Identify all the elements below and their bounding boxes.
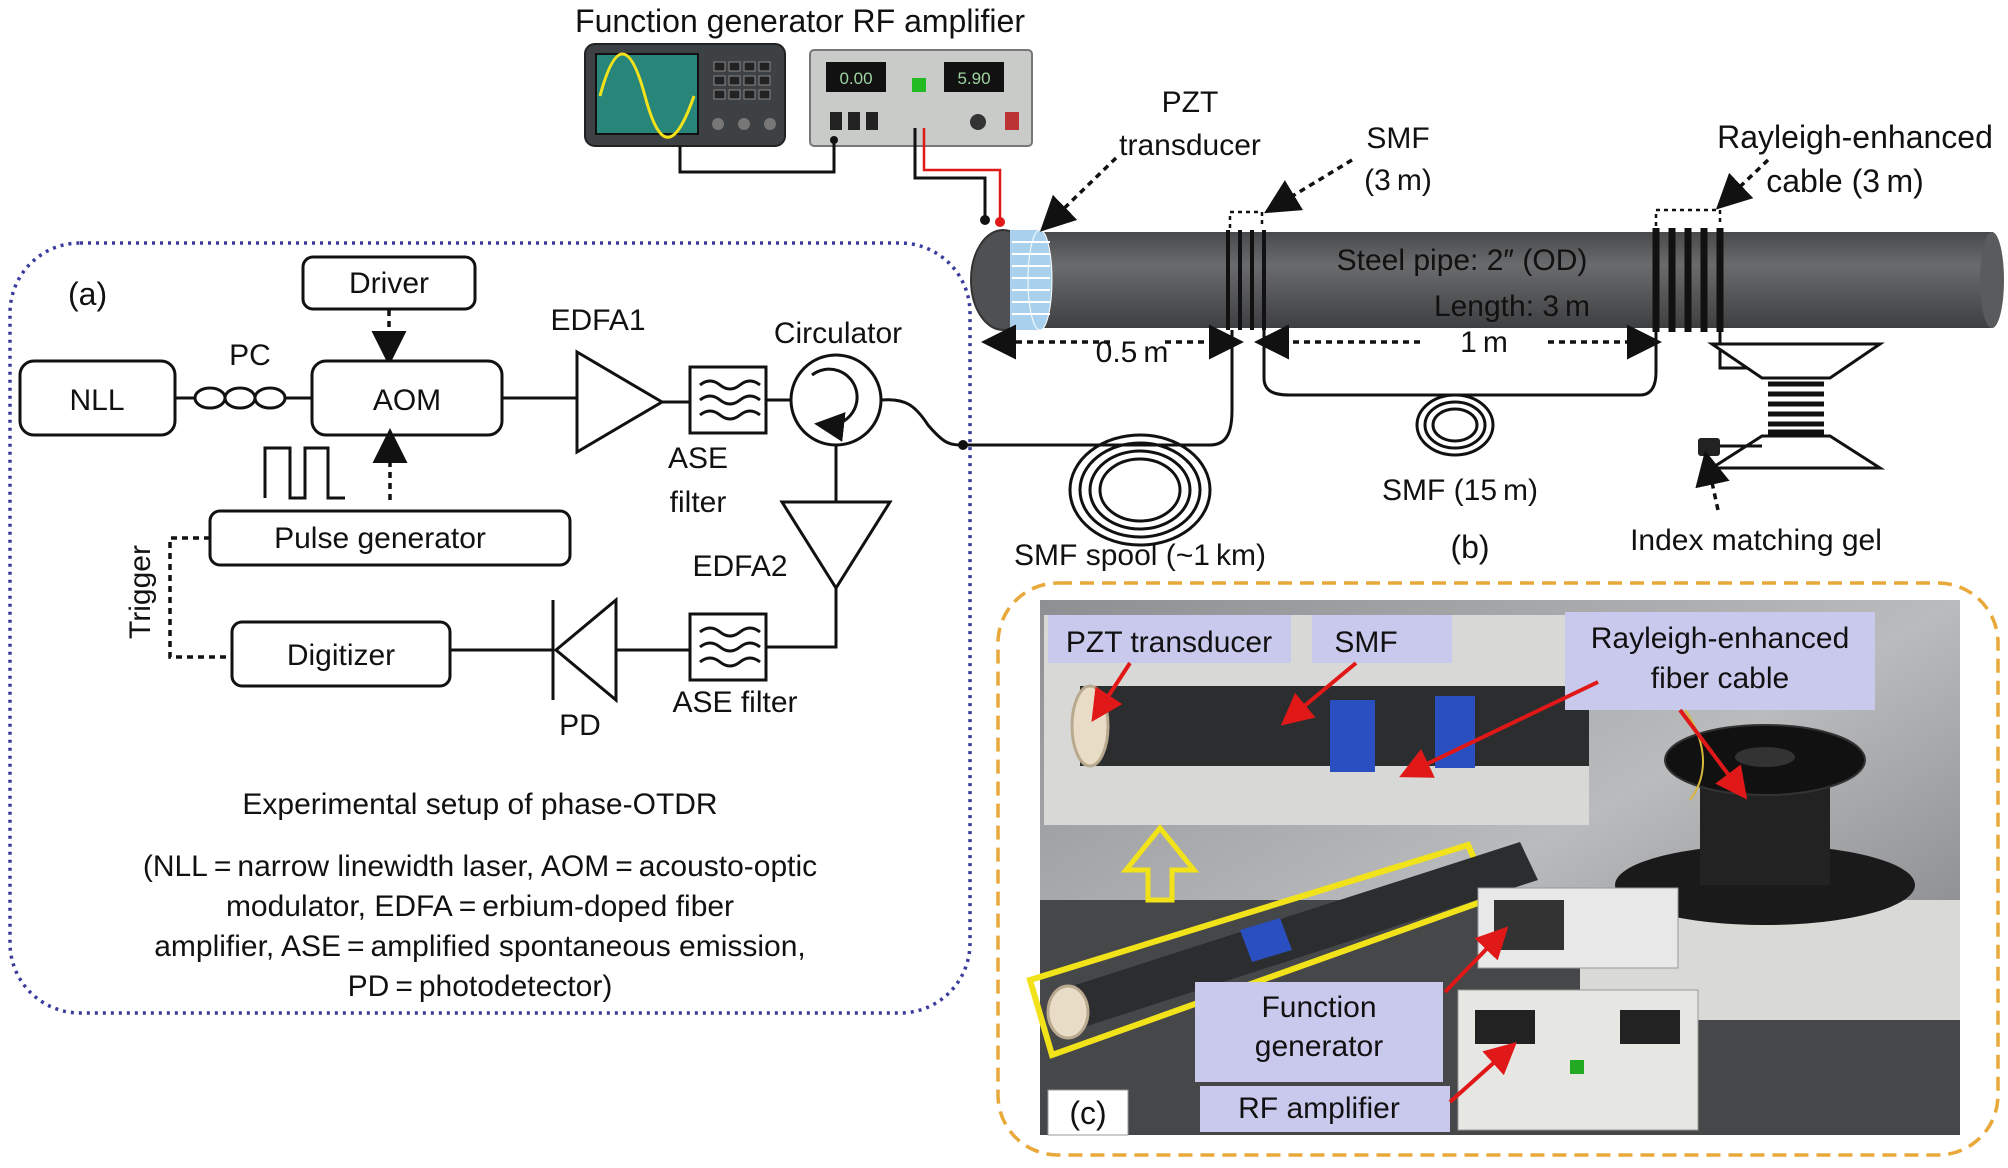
pipe-label-1: Steel pipe: 2″ (OD) (1337, 244, 1588, 277)
equipment-title: Function generator RF amplifier (575, 3, 1025, 39)
tag-function-generator-bg (1195, 982, 1443, 1082)
polarization-controller-icon (193, 386, 287, 410)
tag-pzt-transducer: PZT transducer (1066, 626, 1272, 659)
pzt-label-2: transducer (1119, 129, 1261, 162)
panel-b: Function generator RF amplifier 0.00 5.9… (575, 3, 2004, 572)
panel-a-caption-line: PD = photodetector) (348, 970, 613, 1003)
panel-a-caption-title: Experimental setup of phase-OTDR (242, 788, 717, 821)
edfa1-label: EDFA1 (550, 304, 645, 337)
ase-filter-top-label-1: ASE (668, 442, 728, 475)
distance-1m-label: 1 m (1460, 326, 1508, 359)
pipe-label-2: Length: 3 m (1434, 290, 1590, 323)
photodetector-icon (551, 596, 618, 704)
tag-smf: SMF (1334, 626, 1397, 659)
tag-function-generator-1: Function (1261, 991, 1376, 1024)
amp-display-right: 5.90 (957, 69, 990, 88)
rf-amplifier-image: 0.00 5.90 (809, 49, 1033, 147)
pc-label: PC (229, 339, 271, 372)
smf-15m-coil-icon (1415, 393, 1495, 457)
tag-rayleigh-bg (1565, 612, 1875, 710)
pulse-waveform-icon (263, 446, 345, 500)
smf-15m-label: SMF (15 m) (1382, 474, 1538, 507)
panel-c-label-bg (1047, 1089, 1129, 1136)
tag-rayleigh-1: Rayleigh-enhanced (1591, 622, 1850, 655)
driver-label: Driver (349, 267, 429, 300)
tag-function-generator-2: generator (1255, 1030, 1383, 1063)
panel-c-label: (c) (1069, 1095, 1106, 1131)
smf-3m-label-2: (3 m) (1364, 164, 1432, 197)
ase-filter-top-icon (688, 365, 768, 435)
driver-box (301, 255, 477, 311)
tag-rf-amplifier-bg (1200, 1086, 1450, 1132)
panel-a-border (8, 241, 972, 1015)
tag-rf-amplifier: RF amplifier (1238, 1092, 1400, 1125)
smf-3m-label-1: SMF (1366, 122, 1429, 155)
panel-c: PZT transducer SMF Rayleigh-enhanced fib… (996, 581, 2000, 1157)
panel-a-label: (a) (68, 276, 107, 312)
rayleigh-cable-reel-icon (1698, 342, 1886, 470)
edfa2-amplifier-icon (779, 500, 893, 591)
red-pointer-arrows (1091, 661, 1748, 1104)
edfa2-label: EDFA2 (692, 550, 787, 583)
nll-label: NLL (69, 384, 124, 417)
rayleigh-cable-label-1: Rayleigh-enhanced (1717, 119, 1993, 155)
digitizer-box (230, 620, 452, 688)
edfa1-amplifier-icon (575, 349, 665, 455)
ase-filter-top-label-2: filter (670, 486, 727, 519)
amp-display-left: 0.00 (839, 69, 872, 88)
trigger-label: Trigger (124, 545, 157, 639)
rayleigh-coil-on-pipe (1652, 228, 1724, 332)
panel-b-label: (b) (1450, 529, 1489, 565)
panel-a: (a) NLL PC Driver AOM EDFA1 (8, 241, 972, 1015)
pzt-ring (1010, 229, 1053, 331)
smf-spool-icon (1068, 433, 1212, 547)
tag-smf-bg (1312, 615, 1452, 663)
panel-a-caption-line: amplifier, ASE = amplified spontaneous e… (154, 930, 806, 963)
aom-label: AOM (373, 384, 441, 417)
function-generator-image (584, 43, 786, 147)
circulator-label: Circulator (774, 317, 902, 350)
panel-a-caption-line: modulator, EDFA = erbium-doped fiber (226, 890, 734, 923)
index-gel-label: Index matching gel (1630, 524, 1882, 557)
ase-filter-bottom-label: ASE filter (672, 686, 797, 719)
pd-label: PD (559, 709, 601, 742)
circulator-icon (789, 353, 883, 447)
tag-pzt-bg (1048, 615, 1291, 663)
distance-05m-label: 0.5 m (1096, 336, 1169, 369)
smf-coil-on-pipe (1226, 230, 1266, 330)
smf-spool-label: SMF spool (~1 km) (1014, 539, 1266, 572)
pulse-generator-label: Pulse generator (274, 522, 486, 555)
steel-pipe: Steel pipe: 2″ (OD) Length: 3 m (970, 228, 2004, 332)
panel-c-border (996, 581, 2000, 1157)
pzt-label-1: PZT (1162, 86, 1219, 119)
tag-rayleigh-2: fiber cable (1651, 662, 1789, 695)
digitizer-label: Digitizer (287, 639, 395, 672)
rayleigh-cable-label-2: cable (3 m) (1766, 163, 1924, 199)
ase-filter-bottom-icon (688, 612, 768, 682)
panel-a-caption-line: (NLL = narrow linewidth laser, AOM = aco… (143, 850, 817, 883)
